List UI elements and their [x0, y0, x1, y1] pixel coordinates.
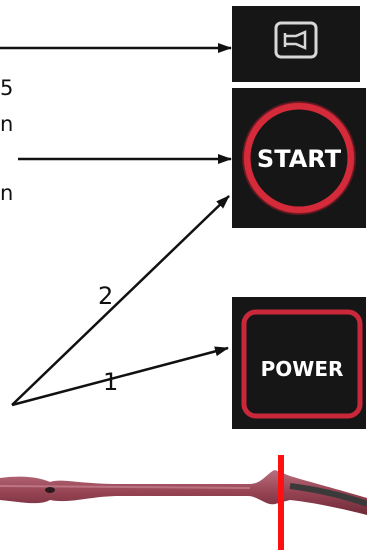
- arrow-2: [11, 195, 230, 406]
- start-button: START: [232, 88, 366, 228]
- horn-button: [232, 6, 360, 82]
- text-fragment-n-2: n: [0, 181, 14, 205]
- arrow-label-1: 1: [103, 368, 119, 396]
- text-fragment-n-1: n: [0, 112, 14, 136]
- arrow-label-2: 2: [98, 282, 114, 310]
- probe-handle: [0, 470, 367, 515]
- text-fragment-5: 5: [0, 76, 14, 100]
- horn-icon: [274, 21, 318, 59]
- start-label: START: [257, 145, 342, 173]
- power-label: POWER: [261, 357, 344, 381]
- arrow-1: [11, 346, 229, 407]
- power-button: POWER: [232, 297, 366, 429]
